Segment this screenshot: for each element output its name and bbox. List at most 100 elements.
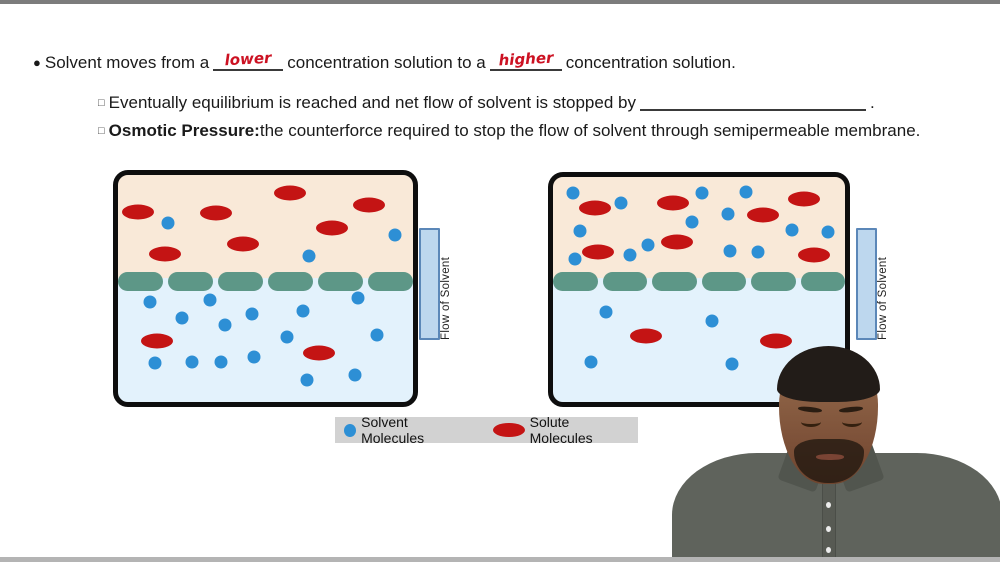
solvent-molecule — [566, 186, 580, 200]
line1-mid-text: concentration solution to a — [287, 53, 486, 72]
flow-arrow-bar — [856, 228, 877, 340]
solvent-molecule — [723, 244, 737, 258]
solute-molecule — [788, 191, 820, 207]
membrane-segment — [318, 272, 363, 291]
membrane-segment — [168, 272, 213, 291]
solvent-molecule — [214, 355, 228, 369]
membrane-segment — [800, 272, 845, 291]
solvent-molecule — [573, 224, 587, 238]
solute-molecule — [122, 204, 154, 220]
shirt-button — [826, 502, 831, 508]
solvent-molecule — [725, 357, 739, 371]
solvent-molecule — [218, 318, 232, 332]
blank-lower: lower — [213, 49, 284, 71]
solvent-molecule — [143, 295, 157, 309]
solute-molecule — [798, 247, 830, 263]
line1-pre-text: Solvent moves from a — [44, 53, 210, 72]
solvent-molecule — [785, 223, 799, 237]
solute-molecule — [747, 207, 779, 223]
solvent-molecule — [302, 249, 316, 263]
flow-of-solvent-tab-left: Flow of Solvent — [419, 228, 455, 340]
solute-molecule — [661, 234, 693, 250]
flow-arrow-bar — [419, 228, 440, 340]
solute-molecule — [582, 244, 614, 260]
solute-molecule — [579, 200, 611, 216]
top-letterbox-bar — [0, 0, 1000, 4]
osmotic-pressure-term: Osmotic Pressure: — [108, 121, 260, 140]
legend-item-solvent: Solvent Molecules — [344, 414, 467, 446]
semipermeable-membrane — [118, 272, 413, 291]
solvent-molecule — [185, 355, 199, 369]
solvent-molecule — [348, 368, 362, 382]
flow-of-solvent-label: Flow of Solvent — [877, 256, 889, 340]
handwritten-answer-higher: higher — [497, 48, 554, 70]
blank-stopped-by — [639, 90, 866, 111]
solvent-molecule — [148, 356, 162, 370]
solute-oval-icon — [492, 423, 525, 437]
solute-molecule — [353, 197, 385, 213]
legend-label: Solute Molecules — [529, 414, 593, 446]
solute-molecule — [316, 220, 348, 236]
blank-higher: higher — [489, 49, 562, 71]
membrane-segment — [701, 272, 746, 291]
square-bullet-icon: □ — [98, 125, 105, 137]
solvent-molecule — [161, 216, 175, 230]
solvent-dot-icon — [344, 423, 357, 437]
presenter-hair — [777, 346, 880, 402]
subbullet-equilibrium-line: □Eventually equilibrium is reached and n… — [98, 90, 879, 114]
solvent-molecule — [203, 293, 217, 307]
solvent-molecule — [300, 373, 314, 387]
membrane-segment — [602, 272, 647, 291]
solvent-molecule — [584, 355, 598, 369]
membrane-segment — [118, 272, 163, 291]
square-bullet-icon: □ — [98, 97, 105, 109]
solvent-molecule — [245, 307, 259, 321]
solvent-molecule — [296, 304, 310, 318]
line2-period: . — [869, 93, 875, 112]
presenter-closed-eye — [842, 417, 862, 427]
membrane-segment — [218, 272, 263, 291]
solvent-molecule — [247, 350, 261, 364]
solvent-molecule — [739, 185, 753, 199]
membrane-segment — [751, 272, 796, 291]
solvent-molecule — [351, 291, 365, 305]
solvent-molecule — [599, 305, 613, 319]
shirt-button — [826, 547, 831, 553]
flow-of-solvent-tab-right: Flow of Solvent — [856, 228, 892, 340]
solute-molecule — [227, 236, 259, 252]
shirt-button — [826, 526, 831, 532]
bottom-letterbox-bar — [0, 557, 1000, 562]
presenter-mouth — [816, 454, 844, 460]
membrane-segment — [652, 272, 697, 291]
line3-text: the counterforce required to stop the fl… — [259, 121, 921, 140]
solute-molecule — [200, 205, 232, 221]
line2-text: Eventually equilibrium is reached and ne… — [108, 93, 636, 112]
solute-molecule — [149, 246, 181, 262]
solute-molecule — [303, 345, 335, 361]
solvent-molecule — [821, 225, 835, 239]
solute-molecule — [760, 333, 792, 349]
solvent-molecule — [280, 330, 294, 344]
solvent-molecule — [751, 245, 765, 259]
membrane-segment — [368, 272, 413, 291]
line1-post-text: concentration solution. — [565, 53, 736, 72]
shirt-placket — [822, 475, 836, 557]
membrane-segment — [553, 272, 598, 291]
solvent-molecule — [614, 196, 628, 210]
solvent-molecule — [370, 328, 384, 342]
solvent-molecule — [175, 311, 189, 325]
molecule-layer — [548, 172, 850, 407]
bullet-icon: ● — [33, 55, 41, 70]
solvent-molecule — [695, 186, 709, 200]
molecule-layer — [113, 170, 418, 407]
flow-of-solvent-label: Flow of Solvent — [440, 256, 452, 340]
solvent-molecule — [685, 215, 699, 229]
solvent-molecule — [388, 228, 402, 242]
solute-molecule — [657, 195, 689, 211]
solvent-molecule — [721, 207, 735, 221]
solute-molecule — [141, 333, 173, 349]
solute-molecule — [274, 185, 306, 201]
solvent-molecule — [641, 238, 655, 252]
semipermeable-membrane — [553, 272, 845, 291]
